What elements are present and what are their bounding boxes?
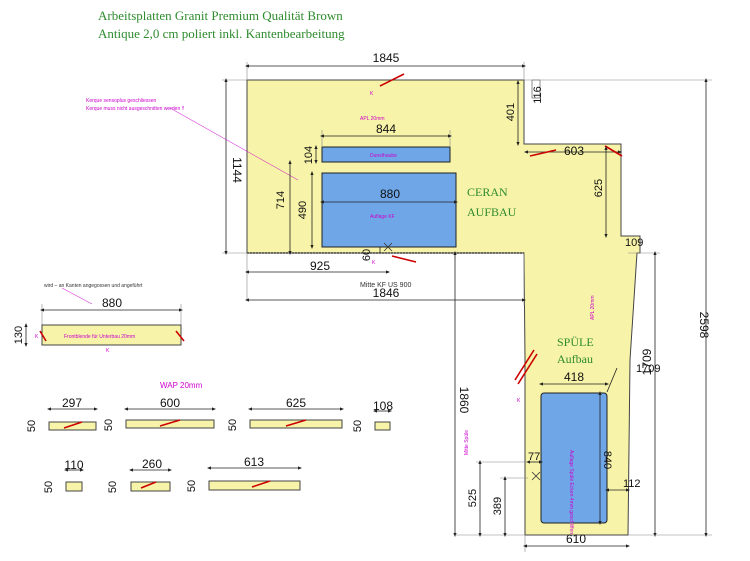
dim-297: 297 xyxy=(62,396,82,410)
dim-925: 925 xyxy=(310,259,330,273)
label-spuele: SPÜLE xyxy=(557,335,594,349)
dim-110: 110 xyxy=(64,458,83,472)
kf-label: Auflage KF xyxy=(370,214,395,220)
dim-top-width: 1845 xyxy=(245,51,526,80)
dim-104: 104 xyxy=(303,146,315,164)
dim-109: 109 xyxy=(625,237,643,249)
note-2: Kerque muss nicht ausgeschnitten werden … xyxy=(86,106,184,112)
dim-880: 880 xyxy=(380,187,400,201)
dim-714: 714 xyxy=(275,191,287,209)
dim-112: 112 xyxy=(623,478,641,490)
dim-260: 260 xyxy=(142,457,162,471)
wap-title: WAP 20mm xyxy=(160,381,203,390)
apl-label-main: APL 20mm xyxy=(360,116,385,122)
title-line-2: Antique 2,0 cm poliert inkl. Kantenbearb… xyxy=(98,26,345,41)
label-spuele-aufbau: Aufbau xyxy=(557,352,593,366)
duna-cutout xyxy=(321,146,451,163)
wap-strip-108: 108 50 xyxy=(352,399,393,432)
edge-mark xyxy=(379,73,405,87)
edge-mark xyxy=(529,149,557,157)
wap-strip-613: 613 50 xyxy=(186,455,302,492)
k-marker: K xyxy=(370,91,374,97)
dim-840: 840 xyxy=(601,451,613,469)
dim-1144: 1144 xyxy=(230,157,244,183)
wap-strip-260: 260 50 xyxy=(107,457,172,493)
title-line-1: Arbeitsplatten Granit Premium Qualität B… xyxy=(98,8,343,23)
dim-401: 401 xyxy=(505,103,517,121)
dim-525: 525 xyxy=(467,489,479,507)
edge-mark xyxy=(391,255,417,263)
dim-1709b: 1709 xyxy=(636,363,660,375)
note-leader xyxy=(169,107,299,181)
dim-50: 50 xyxy=(186,480,198,492)
label-ceran: CERAN xyxy=(467,185,508,199)
dim-613: 613 xyxy=(244,455,264,469)
back-panel: wird – an Kanten angegossen und angeführ… xyxy=(13,283,185,354)
dim-600: 600 xyxy=(160,396,180,410)
dim-77: 77 xyxy=(528,451,540,463)
kf-cutout xyxy=(321,172,457,248)
dim-625-wap: 625 xyxy=(286,396,306,410)
dim-corner: 116 xyxy=(531,79,544,104)
wap-strip-110: 110 50 xyxy=(43,458,84,493)
dim-1845: 1845 xyxy=(373,51,400,65)
dim-389: 389 xyxy=(492,497,504,515)
dim-1860: 1860 xyxy=(457,387,471,414)
wap-strip-297: 297 50 xyxy=(26,396,98,432)
dim-603: 603 xyxy=(564,144,584,158)
edge-mark xyxy=(517,353,538,385)
k-marker: K xyxy=(372,260,376,266)
label-ceran-aufbau: AUFBAU xyxy=(467,205,517,219)
dim-625: 625 xyxy=(593,179,605,197)
edge-mark xyxy=(604,145,623,157)
dim-60: 60 xyxy=(361,249,373,261)
wap-strip-625: 625 50 xyxy=(227,396,344,431)
back-panel-label: Frontblende für Unterbau 20mm xyxy=(64,334,135,340)
dim-116: 116 xyxy=(532,86,544,104)
dim-1709: 1709 xyxy=(640,348,654,375)
back-panel-note: wird – an Kanten angegossen und angeführ… xyxy=(44,283,143,289)
dim-418: 418 xyxy=(564,370,584,384)
dim-50: 50 xyxy=(352,420,364,432)
apl-label-vertical: APL 20mm xyxy=(590,295,596,320)
mitte-spuele-label: Mitte Spüle xyxy=(464,430,470,455)
sink-cutout xyxy=(540,392,608,524)
duna-label: Dunsthaube xyxy=(370,153,397,159)
dim-130: 130 xyxy=(13,326,25,344)
dim-50: 50 xyxy=(26,420,38,432)
mitte-kf-label: Mitte KF US 900 xyxy=(360,282,411,289)
dim-1846: 1846 xyxy=(373,286,400,300)
center-cross xyxy=(383,242,393,252)
wap-strip-600: 600 50 xyxy=(103,396,216,431)
dim-108: 108 xyxy=(373,399,393,413)
dim-610: 610 xyxy=(566,532,586,546)
k-marker: K xyxy=(106,348,110,354)
dim-880-panel: 880 xyxy=(102,296,122,310)
dim-50: 50 xyxy=(43,481,55,493)
k-marker: K xyxy=(35,334,39,340)
dim-50: 50 xyxy=(227,419,239,431)
sink-center-cross xyxy=(531,471,541,481)
dim-844: 844 xyxy=(376,122,396,136)
dim-490: 490 xyxy=(297,201,309,219)
note-1: Kerque sensoplus geschliessen xyxy=(86,98,157,104)
sink-label: Auflage Spüle Ecken 4mm geschliffen xyxy=(568,450,574,534)
dim-2598: 2598 xyxy=(697,312,711,339)
dim-50: 50 xyxy=(107,481,119,493)
edge-mark xyxy=(514,349,535,381)
k-marker: K xyxy=(517,398,521,404)
dim-50: 50 xyxy=(103,419,115,431)
